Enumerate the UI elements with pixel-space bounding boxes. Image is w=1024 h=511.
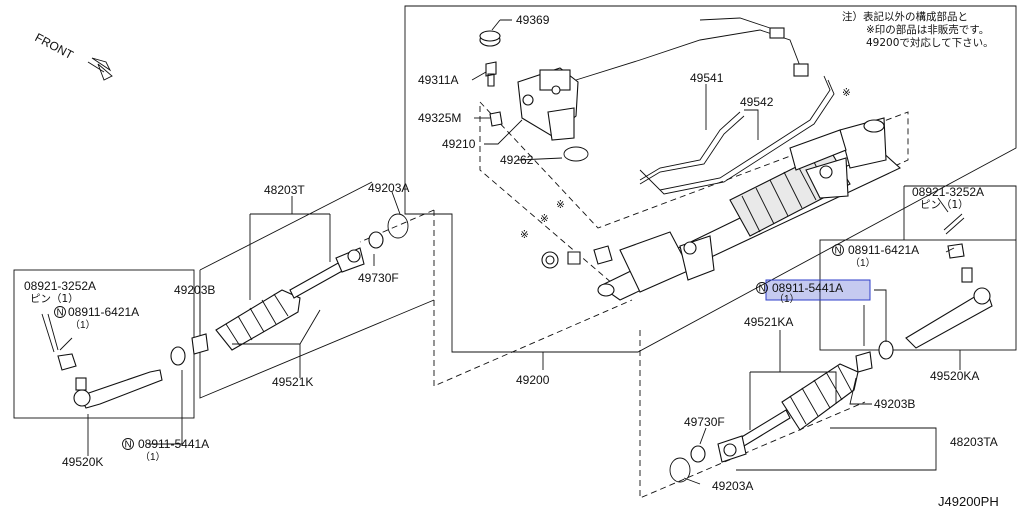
valve-49325M — [489, 111, 503, 127]
nut-08911-6421A-right — [947, 243, 965, 259]
n-mark-6421A-left: N — [57, 308, 64, 319]
left-tie-rod-end — [73, 369, 163, 409]
left-boot — [215, 289, 301, 351]
asterisk-mark-3: ※ — [540, 213, 549, 225]
rack-inner-dashed-frame — [479, 100, 909, 291]
label-pin-right: ピン（1） — [920, 199, 969, 211]
highlight-08911-5441A-right — [765, 279, 871, 301]
label-08921-3252A-right: 08921-3252A — [912, 185, 984, 199]
nut-08911-6421A-left — [57, 353, 77, 371]
qty-08911-6421A-right: （1） — [850, 257, 876, 269]
asterisk-mark-4: ※ — [520, 229, 529, 241]
clamp-49203B-left — [191, 333, 209, 355]
label-08911-6421A-right: 08911-6421A — [848, 243, 919, 257]
right-boot-dashed-frame — [639, 330, 866, 499]
right-boot — [781, 363, 859, 431]
label-pin-left: ピン（1） — [30, 293, 79, 305]
label-49520K: 49520K — [62, 455, 103, 469]
label-08911-6421A-left: 08911-6421A — [68, 305, 139, 319]
label-49730F-right: 49730F — [684, 415, 725, 429]
label-08921-3252A-left: 08921-3252A — [24, 279, 96, 293]
label-49203A-left: 49203A — [368, 181, 409, 195]
pipe-49541 — [639, 111, 745, 185]
label-49541: 49541 — [690, 71, 724, 85]
asterisk-mark-2: ※ — [556, 199, 565, 211]
label-48203T: 48203T — [264, 183, 305, 197]
label-49521K: 49521K — [272, 375, 313, 389]
note-line-3: 49200で対応して下さい。 — [866, 36, 994, 49]
label-49520KA: 49520KA — [930, 369, 979, 383]
label-49369: 49369 — [516, 13, 550, 27]
right-tie-rod-end — [905, 267, 993, 349]
label-49730F-left: 49730F — [358, 271, 399, 285]
clip-49203A-right — [669, 457, 691, 483]
cap-asterisk — [593, 245, 613, 265]
washer-49730F-left — [368, 231, 384, 249]
pin-right-icon — [943, 213, 965, 235]
diagram-code: J49200PH — [938, 494, 999, 509]
nut-08911-5441A-left — [170, 346, 186, 366]
label-49542: 49542 — [740, 95, 774, 109]
note-line-1: 注）表記以外の構成部品と — [842, 10, 968, 23]
washer-49730F-right — [690, 445, 706, 463]
label-08911-5441A-right: 08911-5441A — [772, 281, 843, 295]
front-arrow-icon — [87, 61, 113, 81]
qty-08911-6421A-left: （1） — [70, 319, 96, 331]
label-49200: 49200 — [516, 373, 550, 387]
qty-08911-5441A-left: （1） — [140, 451, 166, 463]
pinion-valve-housing — [517, 67, 579, 141]
asterisk-mark-1: ※ — [842, 87, 851, 99]
clamp-49203B-right — [855, 351, 873, 373]
right-inner-tie-rod — [717, 409, 791, 463]
steering-rack-body — [597, 117, 901, 301]
clip-49203A-left — [387, 213, 409, 239]
left-inner-tie-rod — [289, 247, 365, 299]
n-mark-5441A-right: N — [759, 284, 766, 295]
left-boot-dashed-frame — [433, 210, 633, 387]
oring-49262 — [563, 146, 589, 162]
label-49262: 49262 — [500, 153, 534, 167]
label-49311A: 49311A — [418, 73, 458, 87]
spring-asterisk — [567, 251, 581, 265]
front-label: FRONT — [33, 30, 77, 62]
label-49210: 49210 — [442, 137, 476, 151]
pin-left-icon — [41, 313, 59, 353]
bolt-49311A — [485, 61, 497, 87]
label-49203B-left: 49203B — [174, 283, 215, 297]
label-49521KA: 49521KA — [744, 315, 793, 329]
label-08911-5441A-left: 08911-5441A — [138, 437, 209, 451]
label-48203TA: 48203TA — [950, 435, 998, 449]
qty-08911-5441A-right: （1） — [774, 293, 800, 305]
main-assembly-frame — [404, 5, 1017, 353]
right-tie-rod-end-box — [819, 239, 1017, 351]
label-49203B-right: 49203B — [874, 397, 915, 411]
label-49325M: 49325M — [418, 111, 461, 125]
label-49203A-right: 49203A — [712, 479, 753, 493]
pipe-49542 — [639, 75, 835, 195]
note-line-2: ※印の部品は非販売です。 — [866, 23, 989, 36]
nut-08911-5441A-right — [878, 340, 894, 360]
n-mark-6421A-right: N — [835, 246, 842, 257]
n-mark-5441A-left: N — [125, 440, 132, 451]
